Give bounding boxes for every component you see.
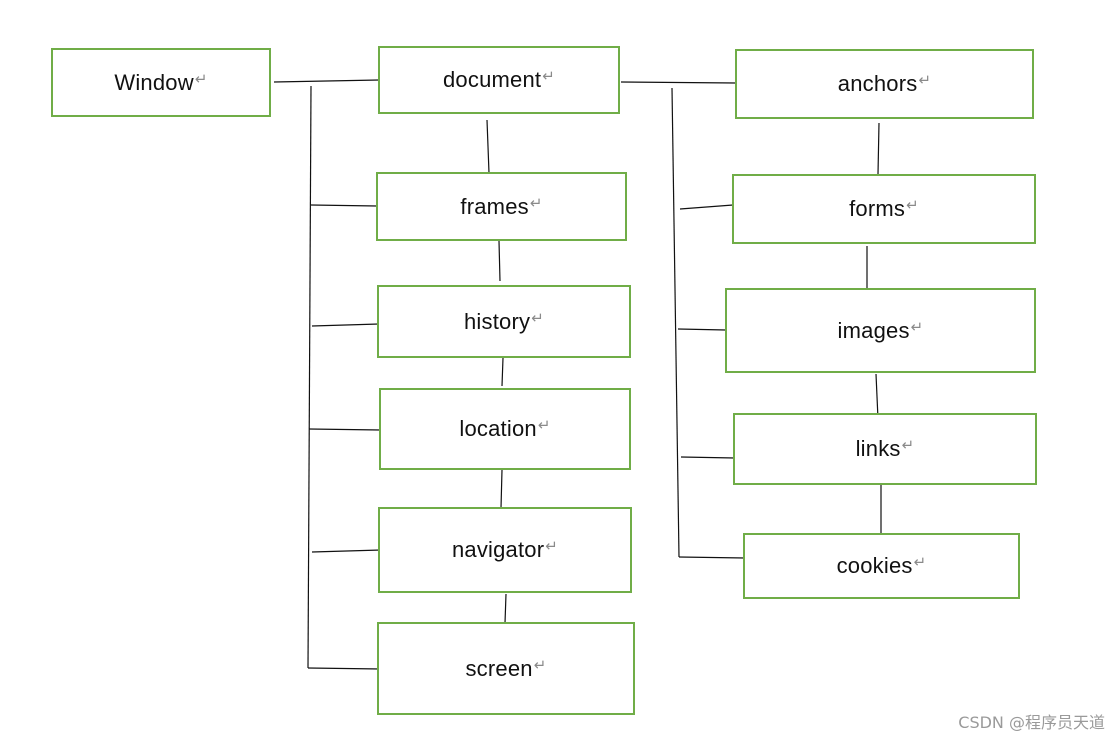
return-mark: ↵ bbox=[537, 417, 551, 434]
trunk-left bbox=[307, 85, 312, 669]
watermark: CSDN @程序员天道 bbox=[958, 713, 1105, 732]
node-navigator: navigator↵ bbox=[378, 507, 632, 593]
chain-frames-history bbox=[498, 240, 501, 282]
node-window-label: Window bbox=[114, 69, 194, 95]
node-anchors-label: anchors bbox=[837, 71, 918, 96]
node-navigator-label: navigator bbox=[451, 537, 545, 562]
return-mark: ↵ bbox=[906, 197, 919, 214]
node-history: history↵ bbox=[377, 285, 631, 358]
chain-history-location bbox=[501, 357, 504, 387]
node-images: images↵ bbox=[725, 288, 1036, 373]
node-location-label: location bbox=[459, 416, 537, 441]
node-history-label: history bbox=[464, 308, 531, 334]
chain-anchors-forms bbox=[877, 122, 880, 175]
branch-location bbox=[308, 428, 382, 431]
branch-links bbox=[680, 456, 736, 459]
edge-document-anchors bbox=[620, 81, 737, 84]
trunk-right bbox=[671, 87, 680, 558]
node-screen-label: screen bbox=[465, 655, 533, 681]
chain-navigator-screen bbox=[504, 593, 507, 624]
node-links-label: links bbox=[855, 436, 901, 461]
node-location: location↵ bbox=[379, 388, 631, 470]
return-mark: ↵ bbox=[533, 656, 547, 674]
return-mark: ↵ bbox=[545, 538, 559, 555]
return-mark: ↵ bbox=[531, 309, 544, 327]
return-mark: ↵ bbox=[918, 72, 932, 89]
chain-images-links bbox=[875, 373, 879, 420]
return-mark: ↵ bbox=[542, 68, 555, 85]
node-frames: frames↵ bbox=[376, 172, 627, 241]
node-links: links↵ bbox=[733, 413, 1037, 485]
return-mark: ↵ bbox=[194, 70, 208, 88]
return-mark: ↵ bbox=[529, 194, 543, 212]
node-forms-label: forms bbox=[849, 196, 906, 221]
node-cookies: cookies↵ bbox=[743, 533, 1020, 599]
branch-cookies bbox=[678, 556, 746, 559]
branch-history bbox=[311, 323, 380, 327]
node-images-label: images bbox=[837, 317, 910, 343]
return-mark: ↵ bbox=[910, 318, 924, 336]
chain-location-navigator bbox=[500, 469, 503, 509]
node-frames-label: frames bbox=[460, 193, 529, 219]
node-forms: forms↵ bbox=[732, 174, 1036, 244]
node-document-label: document bbox=[443, 67, 542, 92]
node-document: document↵ bbox=[378, 46, 620, 114]
branch-frames bbox=[310, 204, 378, 207]
return-mark: ↵ bbox=[901, 437, 915, 454]
chain-document-frames bbox=[486, 119, 490, 174]
edge-window-document bbox=[273, 79, 380, 83]
branch-screen bbox=[307, 667, 382, 670]
node-screen: screen↵ bbox=[377, 622, 635, 715]
node-window: Window↵ bbox=[51, 48, 271, 117]
branch-forms bbox=[679, 204, 734, 210]
return-mark: ↵ bbox=[913, 554, 927, 571]
branch-navigator bbox=[311, 549, 382, 553]
branch-images bbox=[677, 328, 727, 331]
node-cookies-label: cookies bbox=[836, 553, 913, 578]
node-anchors: anchors↵ bbox=[735, 49, 1034, 119]
